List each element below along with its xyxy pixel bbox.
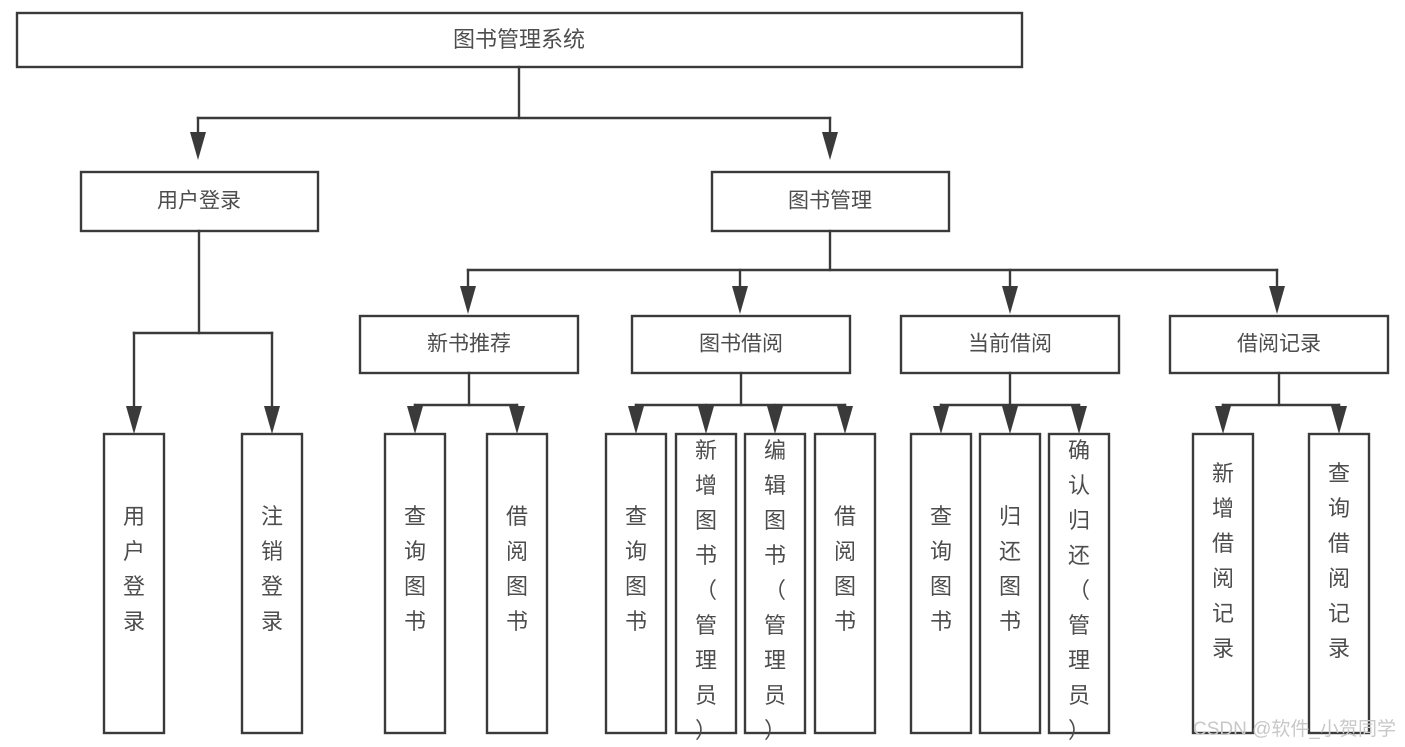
- leaf-borrow-book[interactable]: 借阅图书: [813, 432, 877, 735]
- arrow-icon: [1215, 406, 1231, 434]
- connector-root-to-level2: [190, 65, 838, 160]
- leaf-query-book-current[interactable]: 查询图书: [909, 432, 973, 735]
- leaf-edit-book-admin[interactable]: 编辑图书（管理员）: [743, 432, 807, 743]
- node-borrow-record[interactable]: 借阅记录: [1168, 314, 1390, 375]
- leaf-add-borrow-record-box[interactable]: [1191, 432, 1255, 735]
- leaf-add-book-admin[interactable]: 新增图书（管理员）: [674, 432, 738, 743]
- arrow-icon: [190, 132, 206, 160]
- leaf-add-book-admin-box[interactable]: [674, 432, 738, 735]
- arrow-icon: [628, 406, 644, 434]
- leaf-borrow-book-new-label: 借阅图书: [506, 504, 528, 634]
- leaf-logout-box[interactable]: [240, 432, 304, 735]
- arrow-icon: [126, 406, 142, 434]
- arrow-icon: [264, 406, 280, 434]
- leaf-add-book-admin-label: 新增图书（管理员）: [695, 438, 717, 743]
- arrow-icon: [1002, 406, 1018, 434]
- arrow-icon: [822, 132, 838, 160]
- leaf-query-book-new-box[interactable]: [383, 432, 447, 735]
- leaf-query-book-current-box[interactable]: [909, 432, 973, 735]
- connector-book-borrow-to-leaves: [628, 371, 853, 434]
- leaf-user-login-box[interactable]: [102, 432, 166, 735]
- connector-book-management-to-level3: [460, 229, 1285, 314]
- leaf-confirm-return-admin-label: 确认归还（管理员）: [1068, 438, 1090, 743]
- arrow-icon: [460, 286, 476, 314]
- connector-current-borrow-to-leaves: [933, 371, 1087, 434]
- leaf-query-borrow-record-box[interactable]: [1307, 432, 1371, 735]
- node-new-book-recommend[interactable]: 新书推荐: [358, 314, 580, 375]
- node-user-login-label: 用户登录: [157, 190, 241, 213]
- leaf-logout-label: 注销登录: [261, 504, 283, 634]
- node-new-book-recommend-label: 新书推荐: [427, 333, 511, 356]
- leaf-borrow-book-box[interactable]: [813, 432, 877, 735]
- node-user-login-box[interactable]: [79, 170, 320, 233]
- leaf-query-book-new[interactable]: 查询图书: [383, 432, 447, 735]
- watermark-text: CSDN @软件_小贺同学: [1193, 718, 1396, 740]
- node-book-borrow[interactable]: 图书借阅: [630, 314, 852, 375]
- arrow-icon: [1071, 406, 1087, 434]
- node-new-book-recommend-box[interactable]: [358, 314, 580, 375]
- leaf-edit-book-admin-label: 编辑图书（管理员）: [764, 438, 786, 743]
- leaf-edit-book-admin-box[interactable]: [743, 432, 807, 735]
- arrow-icon: [1331, 406, 1347, 434]
- leaf-confirm-return-admin-box[interactable]: [1047, 432, 1111, 735]
- leaf-user-login[interactable]: 用户登录: [102, 432, 166, 735]
- node-root-label: 图书管理系统: [453, 27, 585, 52]
- node-borrow-record-label: 借阅记录: [1237, 333, 1321, 356]
- node-root-box[interactable]: [15, 11, 1024, 69]
- leaf-add-borrow-record[interactable]: 新增借阅记录: [1191, 432, 1255, 735]
- node-current-borrow-box[interactable]: [899, 314, 1121, 375]
- leaf-borrow-book-label: 借阅图书: [834, 504, 856, 634]
- node-book-management-label: 图书管理: [788, 190, 872, 213]
- leaf-query-book-new-label: 查询图书: [404, 504, 426, 634]
- leaf-return-book[interactable]: 归还图书: [978, 432, 1042, 735]
- leaf-query-book-borrow-box[interactable]: [604, 432, 668, 735]
- leaf-add-borrow-record-label: 新增借阅记录: [1212, 461, 1234, 661]
- leaf-return-book-box[interactable]: [978, 432, 1042, 735]
- leaf-query-borrow-record-label: 查询借阅记录: [1328, 461, 1350, 661]
- arrow-icon: [933, 406, 949, 434]
- arrow-icon: [698, 406, 714, 434]
- arrow-icon: [509, 406, 525, 434]
- node-book-management[interactable]: 图书管理: [710, 170, 951, 233]
- leaf-query-book-borrow-label: 查询图书: [625, 504, 647, 634]
- node-root[interactable]: 图书管理系统: [15, 11, 1024, 69]
- node-current-borrow-label: 当前借阅: [968, 333, 1052, 356]
- leaf-query-book-borrow[interactable]: 查询图书: [604, 432, 668, 735]
- arrow-icon: [837, 406, 853, 434]
- leaf-borrow-book-new[interactable]: 借阅图书: [485, 432, 549, 735]
- arrow-icon: [732, 286, 748, 314]
- connector-user-login-to-leaves: [126, 229, 280, 434]
- node-user-login[interactable]: 用户登录: [79, 170, 320, 233]
- arrow-icon: [1269, 286, 1285, 314]
- node-current-borrow[interactable]: 当前借阅: [899, 314, 1121, 375]
- leaf-query-borrow-record[interactable]: 查询借阅记录: [1307, 432, 1371, 735]
- arrow-icon: [1002, 286, 1018, 314]
- connector-new-book-to-leaves: [407, 371, 525, 434]
- arrow-icon: [767, 406, 783, 434]
- leaf-query-book-current-label: 查询图书: [930, 504, 952, 634]
- leaf-logout[interactable]: 注销登录: [240, 432, 304, 735]
- arrow-icon: [407, 406, 423, 434]
- connector-borrow-record-to-leaves: [1215, 371, 1347, 434]
- node-book-borrow-label: 图书借阅: [699, 333, 783, 356]
- leaf-borrow-book-new-box[interactable]: [485, 432, 549, 735]
- leaf-user-login-label: 用户登录: [123, 504, 145, 634]
- leaf-confirm-return-admin[interactable]: 确认归还（管理员）: [1047, 432, 1111, 743]
- leaf-return-book-label: 归还图书: [999, 504, 1021, 634]
